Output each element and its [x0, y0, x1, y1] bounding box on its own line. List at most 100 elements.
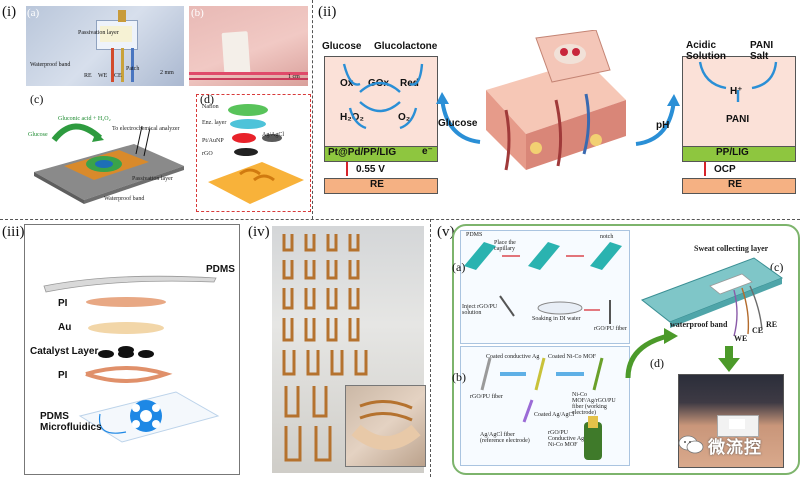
electrode-coating-steps [480, 357, 604, 460]
panel-i-c-label: (c) [30, 92, 44, 106]
sweat-patch-illustration [640, 257, 784, 337]
ph-flow-arrows [698, 61, 778, 102]
wechat-logo-icon [678, 434, 704, 456]
panel-ii-label: (ii) [318, 4, 337, 20]
electrode-band-left [324, 146, 438, 162]
label-passivation-c: Passivation layer [132, 176, 173, 182]
label-to-analyzer: To electrochemical analyzer [112, 126, 180, 132]
panel-v-b-label: (b) [452, 370, 466, 384]
label-acidic-solution: Acidic Solution [686, 40, 726, 62]
label-rgo-fiber-b: rGO/PU fiber [470, 394, 503, 400]
electrode-band-right [682, 146, 796, 162]
layer-label-pdms: PDMS [206, 264, 235, 275]
panel-iii-label: (iii) [2, 224, 25, 240]
label-waterproof-c: Waterproof band [104, 196, 145, 202]
label-ce: CE [114, 73, 122, 79]
label-coated-ag: Coated conductive Ag [486, 354, 540, 360]
label-ph: pH [656, 120, 670, 131]
label-pt-aunp: Pt/AuNP [202, 138, 224, 144]
ph-sensor-box [682, 56, 796, 148]
layer-stack-d [208, 104, 304, 204]
panel-i-b-label: (b) [191, 7, 204, 19]
label-rgo: rGO [202, 151, 213, 157]
scale-bar-b: 1 cm [288, 74, 300, 80]
watermark-label: 微流控 [708, 438, 762, 457]
label-rgo-pu-fiber: rGO/PU fiber [594, 326, 627, 332]
panel-v-d-label: (d) [650, 356, 664, 370]
label-sweat-layer: Sweat collecting layer [694, 244, 769, 253]
re-band-right [682, 178, 796, 194]
panel-iv-label: (iv) [248, 224, 270, 240]
arrow-b-to-c [625, 328, 678, 379]
label-working-electrode: Ni-Co MOF/Ag/rGO/PU fiber (working elect… [572, 392, 616, 416]
arrow-voltage [346, 162, 348, 176]
label-o2: O₂ [398, 112, 411, 123]
fiber-fabrication-steps [464, 242, 622, 324]
layer-label-pi-bottom: PI [58, 370, 68, 381]
panel-i-label: (i) [2, 4, 17, 20]
divider-vertical-bottom [430, 219, 431, 477]
label-reference-electrode: Ag/AgCl fiber (reference electrode) [480, 432, 530, 444]
layer-label-pi-top: PI [58, 298, 68, 309]
re-band-left [324, 178, 438, 194]
label-glucose-ii: Glucose [322, 41, 362, 52]
label-ox: Ox [340, 78, 354, 89]
label-place-capillary: Place the capillary [494, 240, 516, 252]
label-pp-lig: PP/LIG [716, 147, 749, 158]
scale-bar-a: 2 mm [160, 70, 174, 76]
label-v-pdms: PDMS [466, 232, 483, 238]
arrow-glucose-curve [436, 92, 481, 144]
skin-cross-section-illustration [486, 30, 626, 171]
arrow-ocp [704, 162, 706, 176]
exploded-layer-view [43, 275, 220, 443]
photo-flexible-electrode-inset [345, 385, 426, 467]
layer-label-catalyst: Catalyst Layer [30, 346, 99, 357]
label-stack: rGO/PU Conductive Ag Ni-Co MOF [548, 430, 585, 448]
label-v-we: WE [734, 334, 748, 343]
label-glucose: Glucose [28, 132, 48, 138]
label-coated-agcl: Coated Ag/AgCl [534, 412, 575, 418]
label-enz-layer: Enz. layer [202, 120, 227, 126]
label-pani-salt: PANI Salt [750, 40, 774, 62]
label-electrode-left: Pt@Pd/PP/LIG [328, 147, 397, 158]
label-patch: Patch [126, 66, 140, 72]
label-re-right: RE [728, 179, 742, 190]
label-voltage: 0.55 V [356, 164, 385, 175]
label-red: Red [400, 78, 419, 89]
panel-iii-frame [24, 224, 240, 475]
layer-label-microfluidics: PDMS Microfluidics [40, 411, 102, 433]
label-gluconic-acid: Gluconic acid + H₂O₂ [58, 116, 111, 122]
layer-label-au: Au [58, 322, 72, 333]
panel-v-label: (v) [437, 224, 455, 240]
label-we: WE [98, 73, 108, 79]
label-coated-nico: Coated Ni-Co MOF [548, 354, 596, 360]
label-passivation-layer: Passivation layer [78, 30, 119, 36]
label-waterproof-band: Waterproof band [30, 62, 71, 68]
label-electron: e⁻ [422, 146, 433, 157]
panel-i-d-frame [196, 94, 311, 212]
label-hplus: H⁺ [730, 86, 743, 97]
panel-i-d-label: (d) [200, 92, 214, 106]
label-soaking: Soaking in DI water [532, 316, 581, 322]
label-pani: PANI [726, 114, 750, 125]
arrow-c-to-d [718, 346, 740, 372]
divider-horizontal [0, 219, 800, 220]
arrow-ph-curve [635, 94, 680, 146]
label-waterproof-band-v: waterproof band [670, 320, 728, 329]
label-nafion: Nafion [202, 104, 219, 110]
panel-i-a-label: (a) [27, 7, 40, 19]
label-inject-rgo: Inject rGO/PU solution [462, 304, 498, 316]
divider-vertical-top [312, 0, 313, 219]
panel-v-a-label: (a) [452, 260, 466, 274]
label-glucolactone: Glucolactone [374, 41, 438, 52]
label-re: RE [84, 73, 92, 79]
label-h2o2: H₂O₂ [340, 112, 364, 123]
photo-sensor-patch [26, 6, 184, 86]
panel-v-frame [452, 224, 800, 475]
label-glucose-arrow: Glucose [438, 118, 478, 129]
redox-cycle-arrows [342, 63, 424, 130]
panel-v-c-label: (c) [770, 260, 784, 274]
label-re-left: RE [370, 179, 384, 190]
glucose-sensor-box [324, 56, 438, 148]
label-v-re: RE [766, 320, 778, 329]
